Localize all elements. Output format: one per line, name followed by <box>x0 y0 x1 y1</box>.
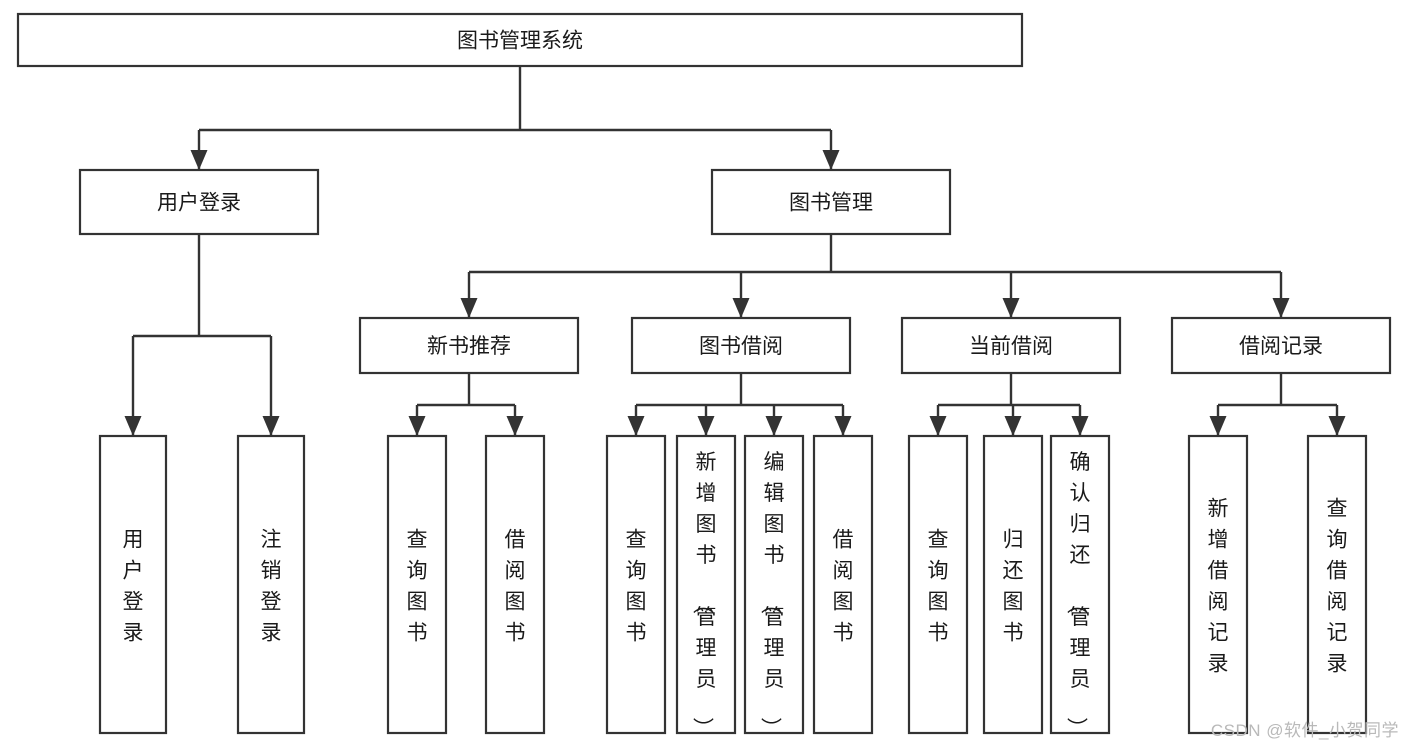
node-box[interactable] <box>16 12 1024 68</box>
arrow-head-icon <box>460 298 478 318</box>
node-label: 新增图书（管理员） <box>691 451 717 738</box>
node-level3-0[interactable]: 新书推荐 <box>358 316 580 375</box>
node-layer: 图书管理系统用户登录图书管理新书推荐图书借阅当前借阅借阅记录用户登录注销登录查询… <box>16 12 1392 738</box>
node-box[interactable] <box>907 434 969 735</box>
node-label: 查询图书 <box>407 529 428 645</box>
node-box[interactable] <box>484 434 546 735</box>
node-box[interactable] <box>78 168 320 236</box>
node-leaf-4[interactable]: 查询图书 <box>605 434 667 735</box>
node-label: 查询图书 <box>928 529 949 645</box>
node-box[interactable] <box>812 434 874 735</box>
node-label: 新增借阅记录 <box>1208 498 1229 676</box>
arrow-head-icon <box>822 150 840 170</box>
node-label: 查询图书 <box>626 529 647 645</box>
arrow-head-icon <box>697 416 715 436</box>
arrow-head-icon <box>929 416 947 436</box>
node-leaf-0[interactable]: 用户登录 <box>98 434 168 735</box>
node-box[interactable] <box>1049 434 1111 735</box>
watermark-label: CSDN @软件_小贺同学 <box>1210 721 1399 740</box>
node-leaf-7[interactable]: 借阅图书 <box>812 434 874 735</box>
arrow-head-icon <box>408 416 426 436</box>
arrow-head-icon <box>732 298 750 318</box>
node-label: 当前借阅 <box>969 335 1053 358</box>
node-leaf-6[interactable]: 编辑图书（管理员） <box>743 434 805 738</box>
arrow-head-icon <box>765 416 783 436</box>
connector-layer <box>124 66 1346 436</box>
node-label: 确认归还（管理员） <box>1065 451 1091 738</box>
node-box[interactable] <box>630 316 852 375</box>
node-level2-0[interactable]: 用户登录 <box>78 168 320 236</box>
node-label: 用户登录 <box>123 529 144 645</box>
node-box[interactable] <box>1170 316 1392 375</box>
node-box[interactable] <box>900 316 1122 375</box>
node-label: 用户登录 <box>157 192 241 215</box>
node-box[interactable] <box>605 434 667 735</box>
node-box[interactable] <box>236 434 306 735</box>
node-box[interactable] <box>743 434 805 735</box>
node-label: 图书借阅 <box>699 335 783 358</box>
arrow-head-icon <box>1002 298 1020 318</box>
arrow-head-icon <box>1071 416 1089 436</box>
arrow-head-icon <box>190 150 208 170</box>
node-label: 借阅图书 <box>833 529 854 645</box>
arrow-head-icon <box>834 416 852 436</box>
arrow-head-icon <box>1209 416 1227 436</box>
node-leaf-2[interactable]: 查询图书 <box>386 434 448 735</box>
node-root-图书管理系统[interactable]: 图书管理系统 <box>16 12 1024 68</box>
node-label: 编辑图书（管理员） <box>759 451 785 738</box>
node-box[interactable] <box>982 434 1044 735</box>
arrow-head-icon <box>1004 416 1022 436</box>
arrow-head-icon <box>1328 416 1346 436</box>
node-box[interactable] <box>386 434 448 735</box>
node-leaf-3[interactable]: 借阅图书 <box>484 434 546 735</box>
node-box[interactable] <box>1187 434 1249 735</box>
node-box[interactable] <box>358 316 580 375</box>
node-label: 新书推荐 <box>427 335 511 358</box>
node-box[interactable] <box>710 168 952 236</box>
node-box[interactable] <box>98 434 168 735</box>
arrow-head-icon <box>124 416 142 436</box>
arrow-head-icon <box>262 416 280 436</box>
node-leaf-12[interactable]: 查询借阅记录 <box>1306 434 1368 735</box>
node-label: 借阅图书 <box>505 529 526 645</box>
node-leaf-5[interactable]: 新增图书（管理员） <box>675 434 737 738</box>
node-level3-3[interactable]: 借阅记录 <box>1170 316 1392 375</box>
node-leaf-9[interactable]: 归还图书 <box>982 434 1044 735</box>
node-level3-1[interactable]: 图书借阅 <box>630 316 852 375</box>
node-label: 查询借阅记录 <box>1327 498 1348 676</box>
node-leaf-1[interactable]: 注销登录 <box>236 434 306 735</box>
node-label: 归还图书 <box>1003 529 1024 645</box>
node-leaf-8[interactable]: 查询图书 <box>907 434 969 735</box>
arrow-head-icon <box>627 416 645 436</box>
arrow-head-icon <box>506 416 524 436</box>
node-box[interactable] <box>1306 434 1368 735</box>
node-level3-2[interactable]: 当前借阅 <box>900 316 1122 375</box>
node-label: 图书管理系统 <box>457 30 583 53</box>
arrow-head-icon <box>1272 298 1290 318</box>
node-label: 图书管理 <box>789 192 873 215</box>
node-label: 借阅记录 <box>1239 335 1323 358</box>
node-leaf-11[interactable]: 新增借阅记录 <box>1187 434 1249 735</box>
node-leaf-10[interactable]: 确认归还（管理员） <box>1049 434 1111 738</box>
node-level2-1[interactable]: 图书管理 <box>710 168 952 236</box>
node-label: 注销登录 <box>261 529 282 645</box>
node-box[interactable] <box>675 434 737 735</box>
